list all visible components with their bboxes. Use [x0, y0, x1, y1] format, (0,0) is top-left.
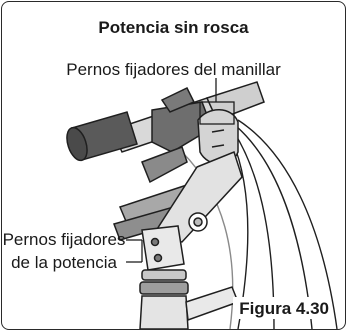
diagram-title: Potencia sin rosca: [98, 18, 249, 37]
stem-faceplate: [197, 109, 239, 165]
headset-stem-illustration: [66, 78, 338, 329]
cables: [181, 119, 338, 329]
brake-lever: [141, 87, 213, 184]
callout-lines: [126, 78, 235, 263]
headset: [139, 269, 189, 329]
frame-tubes: [185, 286, 239, 322]
handlebar-bolts-label: Pernos fijadores del manillar: [66, 60, 281, 79]
stem-body: [150, 151, 243, 243]
stem-bolts-label: Pernos fijadores de la potencia: [2, 230, 126, 272]
figure-number: Figura 4.30: [233, 297, 331, 319]
steerer-clamp: [141, 225, 185, 271]
left-grip: [66, 111, 138, 162]
